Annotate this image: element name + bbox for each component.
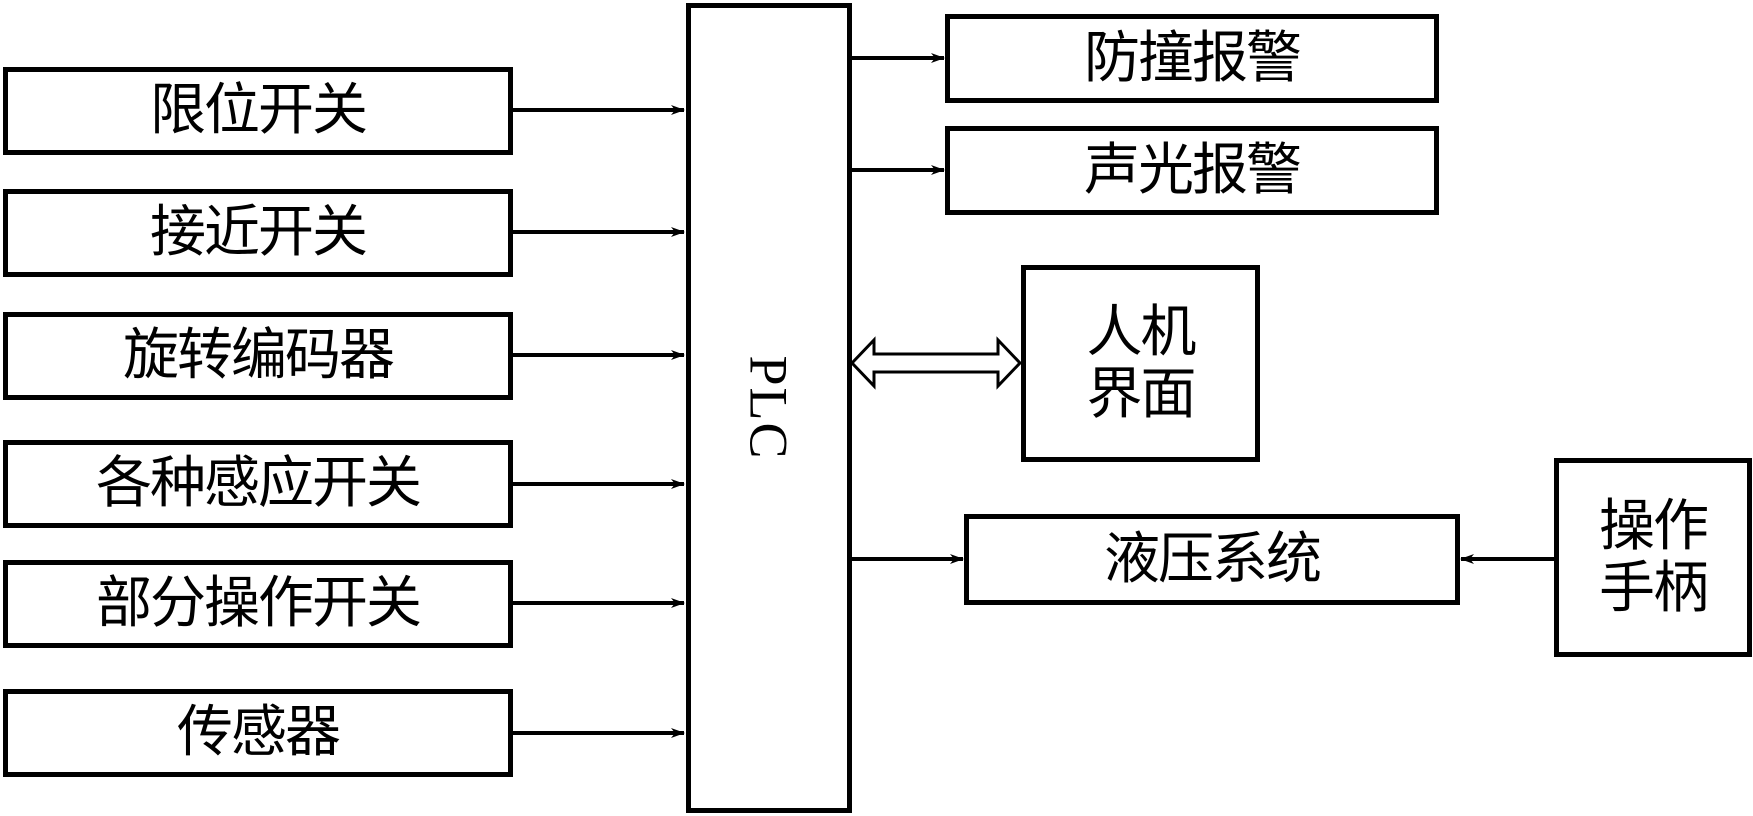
node-sound-light-alarm: 声光报警 [945,126,1439,215]
node-label: 各种感应开关 [96,451,422,517]
node-anti-collision-alarm: 防撞报警 [945,14,1439,103]
node-label: 声光报警 [1084,137,1302,203]
node-rotary-encoder: 旋转编码器 [3,312,513,400]
node-joystick: 操作 手柄 [1554,458,1752,657]
node-limit-switch: 限位开关 [3,67,513,155]
node-sensor: 传感器 [3,689,513,777]
double-arrow-plc-hmi [849,336,1023,390]
joystick-label-line-1: 操作 [1599,493,1709,559]
plc-label: PLC [738,355,799,461]
node-label: 传感器 [177,700,341,766]
node-label: 液压系统 [1104,526,1322,592]
node-hmi: 人机 界面 [1021,265,1260,462]
node-label: 部分操作开关 [96,571,422,637]
node-proximity-switch: 接近开关 [3,189,513,277]
hmi-label-line-2: 界面 [1086,361,1197,427]
joystick-label-line-2: 手柄 [1599,555,1709,621]
node-plc: PLC [686,3,852,813]
node-label: 限位开关 [150,78,368,144]
node-hydraulic-system: 液压系统 [964,514,1460,605]
hmi-label-line-1: 人机 [1086,299,1197,365]
node-label: 旋转编码器 [123,323,395,389]
node-operation-switches: 部分操作开关 [3,560,513,648]
node-label: 接近开关 [150,200,368,266]
node-label: 防撞报警 [1084,25,1302,91]
node-induction-switches: 各种感应开关 [3,440,513,528]
